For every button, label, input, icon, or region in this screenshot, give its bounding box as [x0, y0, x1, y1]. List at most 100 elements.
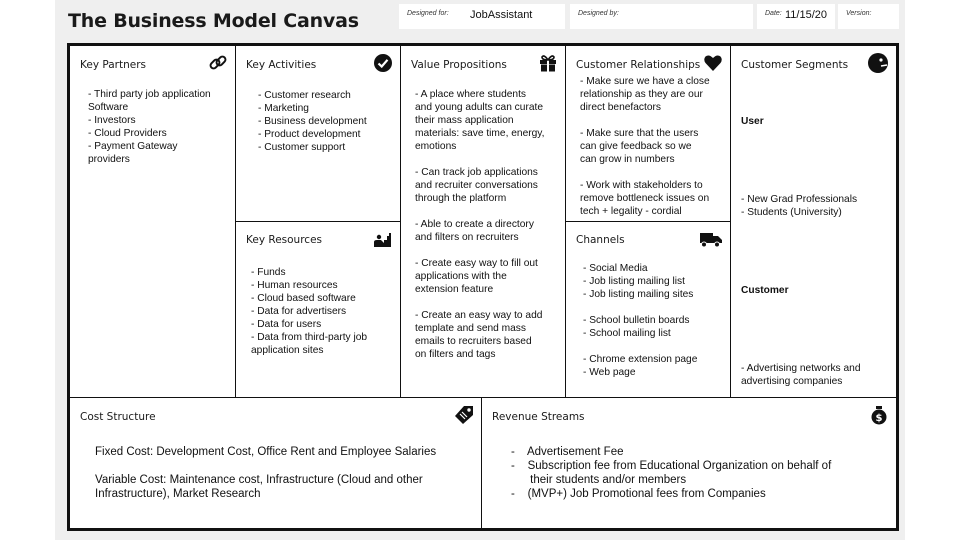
- text-line: - Social Media: [583, 263, 648, 274]
- customer-heading: Customer: [741, 285, 789, 296]
- designed-by-box[interactable]: Designed by:: [570, 4, 753, 29]
- channels-block[interactable]: Channels - Social Media- Job listing mai…: [565, 221, 731, 398]
- text-line: [583, 301, 697, 314]
- text-line: - Cloud based software: [251, 293, 356, 304]
- key-activities-title: Key Activities: [246, 59, 317, 71]
- text-line: template and send mass: [415, 323, 526, 334]
- text-line: their students and/or members: [511, 474, 687, 486]
- key-resources-text: - Funds - Human resources - Cloud based so…: [251, 266, 367, 357]
- text-line: [415, 205, 544, 218]
- designed-for-box[interactable]: Designed for: JobAssistant: [399, 4, 565, 29]
- text-line: and filters on recruiters: [415, 232, 519, 243]
- text-line: - Web page: [583, 367, 636, 378]
- text-line: - Funds: [251, 267, 286, 278]
- text-line: Software: [88, 102, 129, 113]
- text-line: on filters and tags: [415, 349, 496, 360]
- text-line: extension feature: [415, 284, 494, 295]
- text-line: tech + legality - cordial: [580, 206, 682, 217]
- value-propositions-block[interactable]: Value Propositions - A place where stude…: [400, 45, 566, 398]
- truck-icon: [700, 233, 722, 248]
- revenue-streams-block[interactable]: Revenue Streams $ - Advertisement Fee- S…: [481, 397, 897, 529]
- page-title: The Business Model Canvas: [68, 10, 359, 32]
- text-line: - Make sure that the users: [580, 128, 699, 139]
- text-line: advertising companies: [741, 376, 843, 387]
- date-box[interactable]: Date: 11/15/20: [757, 4, 835, 29]
- heart-icon: [704, 55, 722, 71]
- channels-text: - Social Media - Job listing mailing list…: [583, 262, 697, 379]
- text-line: - Job listing mailing list: [583, 276, 685, 287]
- text-line: - Customer support: [258, 142, 346, 153]
- money-bag-icon: $: [871, 406, 887, 425]
- text-line: - Work with stakeholders to: [580, 180, 703, 191]
- text-line: application sites: [251, 345, 324, 356]
- text-line: - Subscription fee from Educational Orga…: [511, 460, 832, 472]
- text-line: - Product development: [258, 129, 361, 140]
- text-line: direct benefactors: [580, 102, 661, 113]
- text-line: - A place where students: [415, 89, 526, 100]
- checkmark-icon: [374, 54, 392, 72]
- text-line: materials: save time, energy,: [415, 128, 545, 139]
- text-line: - Advertisement Fee: [511, 446, 624, 458]
- designed-for-label: Designed for:: [407, 10, 449, 17]
- text-line: - New Grad Professionals: [741, 194, 858, 205]
- customer-segments-block[interactable]: Customer Segments User - New Grad Profes…: [730, 45, 897, 398]
- customer-segments-text: User - New Grad Professionals - Students …: [741, 89, 875, 397]
- text-line: - (MVP+) Job Promotional fees from Compa…: [511, 488, 766, 500]
- text-line: can give feedback so we: [580, 141, 692, 152]
- text-line: - School mailing list: [583, 328, 671, 339]
- cost-structure-text: Fixed Cost: Development Cost, Office Ren…: [95, 445, 436, 501]
- text-line: - Investors: [88, 115, 136, 126]
- text-line: - Job listing mailing sites: [583, 289, 694, 300]
- text-line: Variable Cost: Maintenance cost, Infrast…: [95, 474, 423, 486]
- date-label: Date:: [765, 10, 782, 17]
- cost-structure-block[interactable]: Cost Structure Fixed Cost: Development C…: [69, 397, 482, 529]
- text-line: [415, 296, 544, 309]
- text-line: - Make sure we have a close: [580, 76, 710, 87]
- text-line: - Students (University): [741, 207, 842, 218]
- key-resources-title: Key Resources: [246, 234, 322, 246]
- price-tag-icon: [455, 406, 473, 424]
- user-heading: User: [741, 116, 764, 127]
- text-line: - Data for users: [251, 319, 322, 330]
- user-lines: - New Grad Professionals - Students (Univ…: [741, 193, 875, 219]
- key-resources-block[interactable]: Key Resources - Funds- Human resources- …: [235, 221, 401, 398]
- text-line: - Cloud Providers: [88, 128, 167, 139]
- text-line: - Human resources: [251, 280, 338, 291]
- text-line: - Business development: [258, 116, 367, 127]
- business-model-canvas: Key Partners - Third party job applicati…: [67, 43, 899, 531]
- text-line: - Create an easy way to add: [415, 310, 543, 321]
- text-line: their mass application: [415, 115, 514, 126]
- text-line: [583, 340, 697, 353]
- key-activities-block[interactable]: Key Activities - Customer research- Mark…: [235, 45, 401, 222]
- version-label: Version:: [846, 10, 872, 17]
- text-line: - Third party job application: [88, 89, 211, 100]
- gift-icon: [540, 55, 556, 72]
- text-line: [415, 153, 544, 166]
- text-line: - Can track job applications: [415, 167, 538, 178]
- customer-relationships-block[interactable]: Customer Relationships - Make sure we ha…: [565, 45, 731, 222]
- text-line: and recruiter conversations: [415, 180, 538, 191]
- designed-by-label: Designed by:: [578, 10, 619, 17]
- text-line: - Marketing: [258, 103, 309, 114]
- text-line: Infrastructure), Market Research: [95, 488, 261, 500]
- key-partners-block[interactable]: Key Partners - Third party job applicati…: [69, 45, 236, 398]
- version-box[interactable]: Version:: [838, 4, 899, 29]
- customer-relationships-title: Customer Relationships: [576, 59, 701, 71]
- designed-for-value: JobAssistant: [470, 9, 533, 21]
- key-partners-title: Key Partners: [80, 59, 147, 71]
- text-line: and young adults can curate: [415, 102, 544, 113]
- text-line: - Data from third-party job: [251, 332, 368, 343]
- text-line: emails to recruiters based: [415, 336, 532, 347]
- text-line: [580, 114, 710, 127]
- text-line: - Create easy way to fill out: [415, 258, 538, 269]
- text-line: applications with the: [415, 271, 507, 282]
- text-line: remove bottleneck issues on: [580, 193, 710, 204]
- date-value: 11/15/20: [785, 9, 828, 21]
- factory-worker-icon: [374, 233, 391, 247]
- text-line: emotions: [415, 141, 457, 152]
- text-line: providers: [88, 154, 130, 165]
- text-line: [95, 459, 436, 473]
